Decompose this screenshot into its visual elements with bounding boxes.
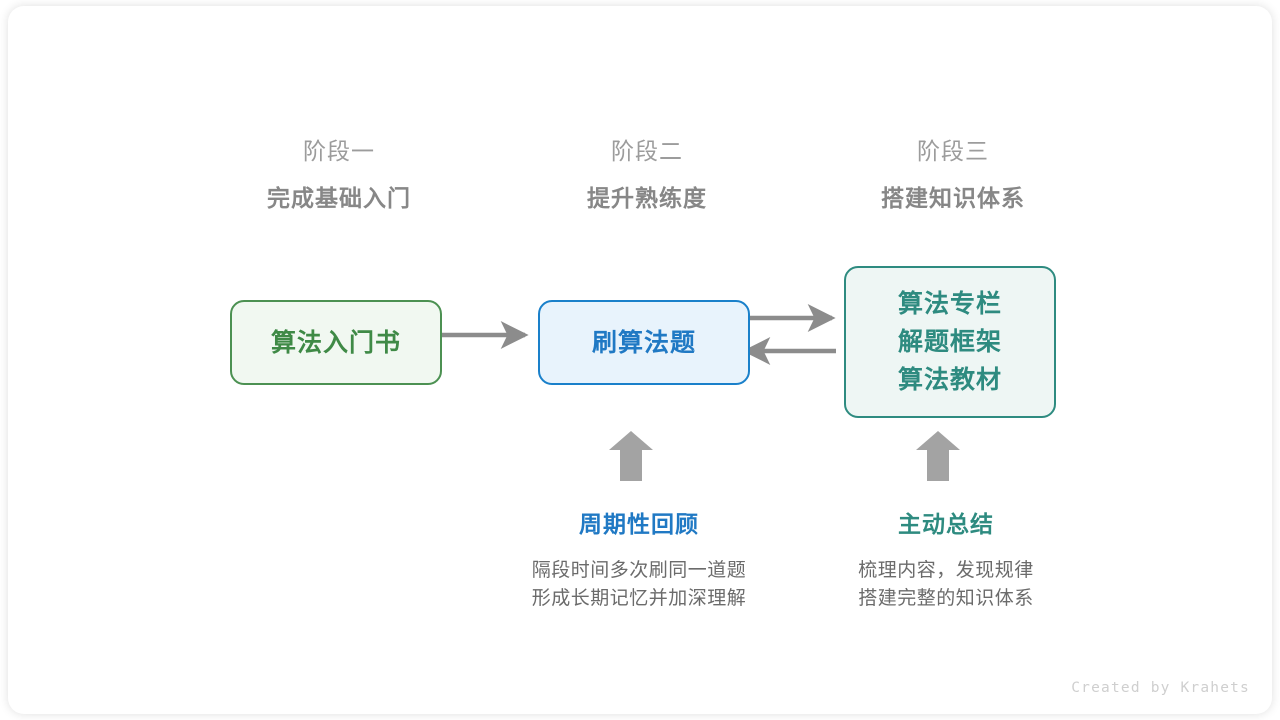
annotation-desc-line-2: 搭建完整的知识体系 (858, 588, 1034, 609)
node-label-line-1: 算法专栏 (897, 290, 1002, 318)
annotation-active-summary: 主动总结 梳理内容，发现规律 搭建完整的知识体系 (796, 509, 1096, 613)
stage-label: 阶段一 (303, 138, 375, 164)
node-label: 刷算法题 (591, 328, 696, 357)
stage-header-2: 阶段二 提升熟练度 (517, 136, 777, 213)
stage-title: 提升熟练度 (587, 185, 707, 211)
stage-label: 阶段三 (917, 138, 989, 164)
annotation-periodic-review: 周期性回顾 隔段时间多次刷同一道题 形成长期记忆并加深理解 (489, 509, 789, 613)
annotation-title: 主动总结 (898, 511, 994, 537)
node-practice-problems[interactable]: 刷算法题 (538, 300, 750, 385)
stage-label: 阶段二 (611, 138, 683, 164)
node-label-line-2: 解题框架 (897, 328, 1002, 356)
annotation-desc-line-1: 隔段时间多次刷同一道题 (531, 560, 747, 581)
stage-title: 搭建知识体系 (881, 185, 1025, 211)
stage-header-3: 阶段三 搭建知识体系 (823, 136, 1083, 213)
node-algorithm-intro-book[interactable]: 算法入门书 (230, 300, 442, 385)
stage-title: 完成基础入门 (267, 185, 411, 211)
node-learning-resources[interactable]: 算法专栏 解题框架 算法教材 (844, 266, 1056, 418)
watermark-credit: Created by Krahets (1071, 680, 1250, 696)
stage-header-1: 阶段一 完成基础入门 (209, 136, 469, 213)
node-label: 算法入门书 (270, 328, 401, 357)
annotation-desc-line-1: 梳理内容，发现规律 (858, 560, 1034, 581)
node-label-line-3: 算法教材 (897, 366, 1002, 394)
annotation-description: 梳理内容，发现规律 搭建完整的知识体系 (796, 557, 1096, 613)
annotation-title: 周期性回顾 (579, 511, 699, 537)
arrow-up-review (609, 431, 653, 481)
annotation-description: 隔段时间多次刷同一道题 形成长期记忆并加深理解 (489, 557, 789, 613)
arrow-up-summary (916, 431, 960, 481)
diagram-canvas: 阶段一 完成基础入门 阶段二 提升熟练度 阶段三 搭建知识体系 算 (8, 6, 1272, 714)
annotation-desc-line-2: 形成长期记忆并加深理解 (531, 588, 747, 609)
